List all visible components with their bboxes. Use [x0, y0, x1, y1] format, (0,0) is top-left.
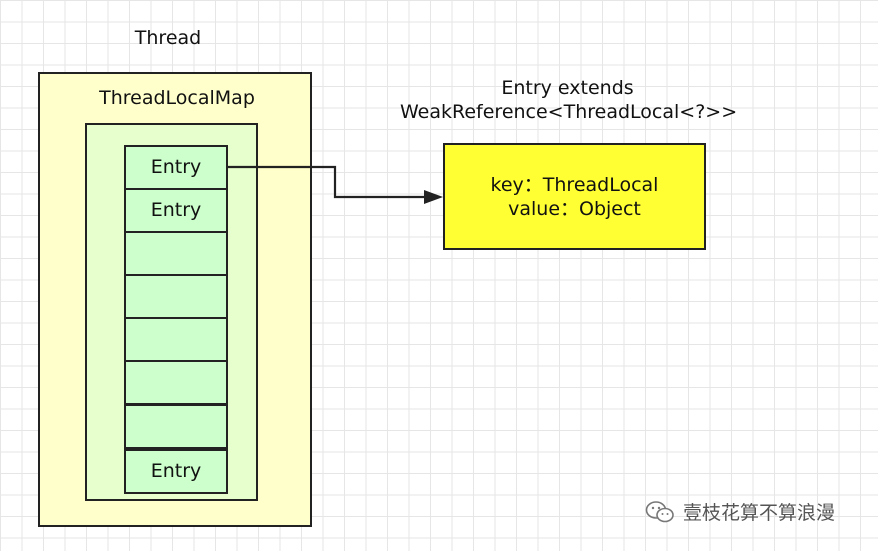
entry-slot: Entry: [124, 145, 228, 190]
entry-value-text: value：Object: [508, 197, 641, 220]
entry-key-text: key：ThreadLocal: [490, 173, 659, 196]
entry-detail-box: key：ThreadLocal value：Object: [443, 143, 706, 250]
watermark-text: 壹枝花算不算浪漫: [683, 502, 836, 524]
wechat-icon: [645, 500, 674, 522]
entry-note-line2: WeakReference<ThreadLocal<?>>: [400, 101, 738, 123]
entry-slot: [124, 231, 228, 276]
entry-extends-note: Entry extends WeakReference<ThreadLocal<…: [400, 76, 738, 124]
watermark: 壹枝花算不算浪漫: [645, 498, 835, 525]
entry-slot: Entry: [124, 449, 228, 494]
entry-slot: [124, 404, 228, 449]
threadlocalmap-label: ThreadLocalMap: [99, 87, 255, 109]
entry-note-line1: Entry extends: [501, 77, 634, 99]
thread-label: Thread: [134, 27, 202, 49]
arrowhead-icon: [424, 190, 443, 204]
